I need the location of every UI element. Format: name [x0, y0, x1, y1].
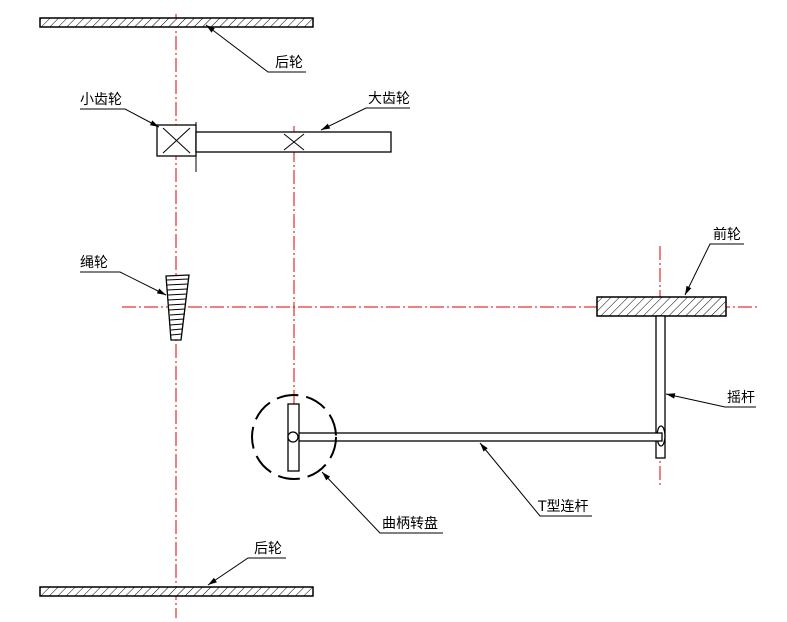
- leader-rear-wheel-top: [205, 24, 306, 73]
- t-link-bar: [295, 432, 663, 442]
- label-t-link: T型连杆: [537, 499, 589, 515]
- leader-rocker: [665, 393, 756, 408]
- rear-wheel-bottom: [39, 586, 314, 597]
- leader-rope-wheel: [80, 271, 167, 296]
- front-wheel: [596, 296, 727, 317]
- rocker-arm: [655, 315, 666, 459]
- label-small-gear: 小齿轮: [80, 92, 122, 108]
- label-front-wheel: 前轮: [713, 226, 741, 243]
- leader-t-link: [479, 442, 592, 517]
- leader-crank-disk: [321, 471, 443, 534]
- label-rear-wheel-bottom: 后轮: [254, 541, 282, 557]
- leader-front-wheel: [684, 243, 744, 296]
- crank-disk: [251, 394, 337, 480]
- label-crank-disk: 曲柄转盘: [382, 515, 438, 532]
- leader-rear-wheel-bottom: [207, 557, 286, 586]
- leader-small-gear: [80, 108, 160, 128]
- big-gear: [195, 131, 392, 153]
- label-big-gear: 大齿轮: [368, 91, 410, 107]
- rear-wheel-top: [39, 17, 314, 28]
- leader-big-gear: [320, 107, 410, 131]
- label-rear-wheel-top: 后轮: [275, 55, 303, 71]
- rope-wheel: [165, 274, 190, 341]
- label-rope-wheel: 绳轮: [80, 255, 108, 271]
- small-gear: [156, 124, 197, 157]
- label-rocker: 摇杆: [727, 390, 755, 406]
